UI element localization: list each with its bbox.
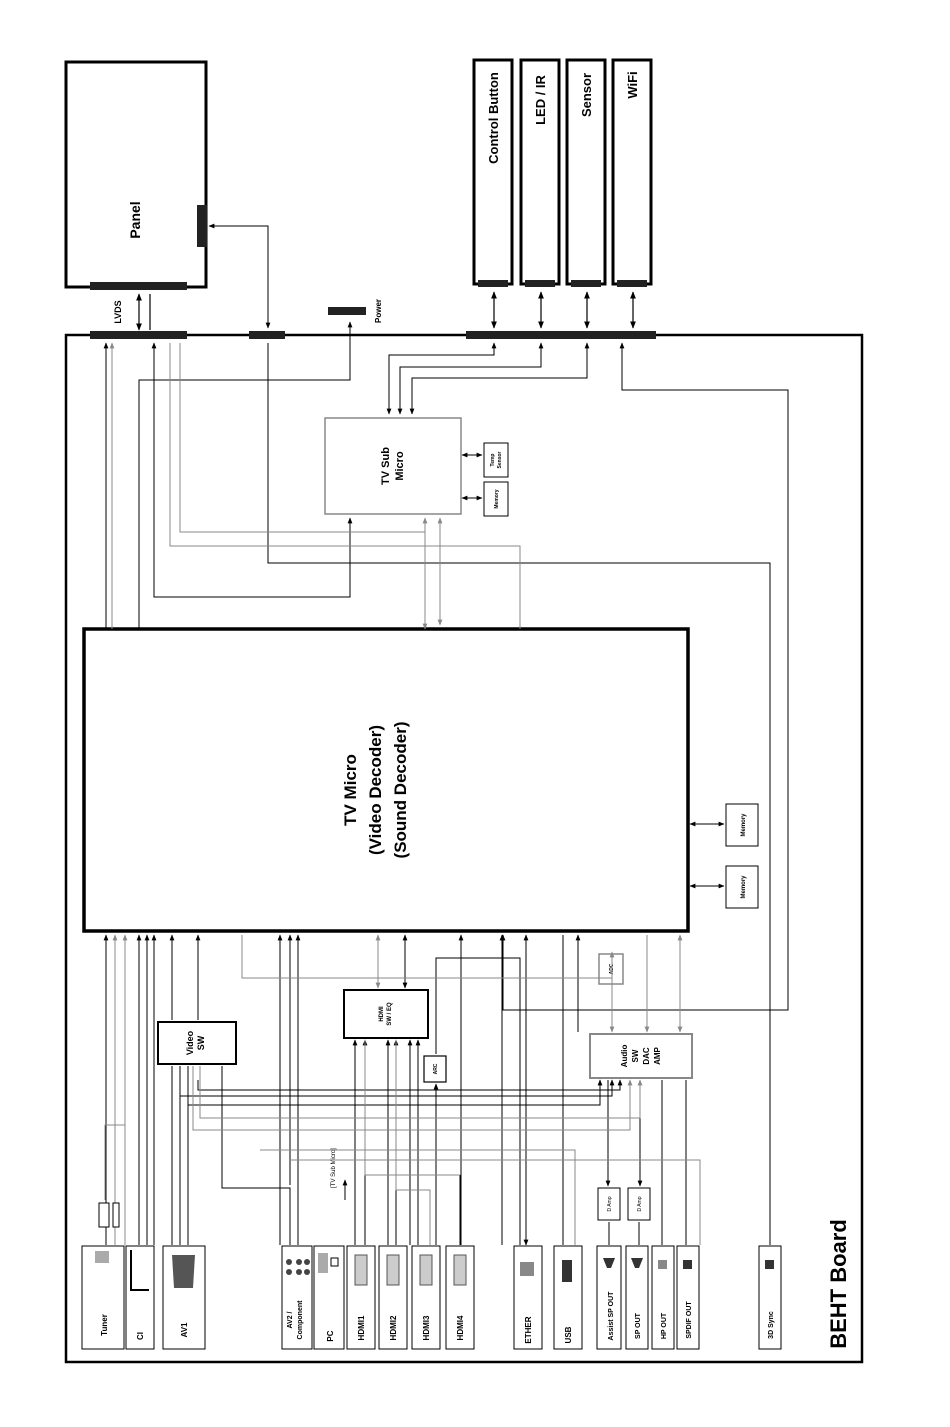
- connector-av2-component: AV2 / Component: [281, 1245, 313, 1350]
- connector-hdmi1: HDMI1: [346, 1245, 376, 1350]
- temp-sensor-block: Temp Sensor: [483, 442, 509, 478]
- panel-label: Panel: [127, 201, 143, 238]
- connector-hdmi3: HDMI3: [411, 1245, 441, 1350]
- wifi-label: WiFi: [625, 71, 640, 98]
- led-ir-label: LED / IR: [533, 74, 548, 124]
- hdmi-sw-line1: HDMI: [379, 1006, 385, 1022]
- beht-board-outline: [64, 333, 864, 1364]
- connector-av1-label: AV1: [180, 1322, 189, 1338]
- sub-memory-label: Memory: [494, 489, 500, 508]
- tv-sub-micro-note: [TV Sub Micro]: [331, 1148, 337, 1188]
- panel-lvds-connector: [90, 282, 187, 290]
- connector-hdmi4: HDMI4: [445, 1245, 475, 1350]
- wiring-black: [103, 223, 789, 1246]
- panel-block: Panel: [64, 60, 208, 290]
- temp-sensor-line2: Sensor: [497, 451, 503, 468]
- connector-hdmi1-label: HDMI1: [357, 1315, 366, 1340]
- connector-hdmi4-label: HDMI4: [456, 1315, 465, 1340]
- connector-3d-sync: 3D Sync: [758, 1245, 782, 1350]
- audio-block-line4: AMP: [653, 1046, 662, 1064]
- sub-memory-block: Memory: [483, 481, 509, 517]
- lvds-label: LVDS: [113, 300, 123, 323]
- connector-hdmi2-label: HDMI2: [389, 1315, 398, 1340]
- connector-assist-sp-out: Assist SP OUT: [596, 1245, 622, 1350]
- connector-pc: PC: [313, 1245, 345, 1350]
- connector-assist-sp-out-label: Assist SP OUT: [608, 1291, 615, 1341]
- top-board-control-button: Control Button: [472, 58, 514, 287]
- connector-hp-out: HP OUT: [651, 1245, 675, 1350]
- hdmi-sw-line2: SW / EQ: [387, 1002, 393, 1026]
- adc-block: ADC: [598, 953, 624, 985]
- connector-3d-sync-label: 3D Sync: [768, 1311, 775, 1339]
- top-board-wifi: WiFi: [611, 58, 653, 287]
- connector-av1: AV1: [162, 1245, 206, 1350]
- audio-sw-dac-amp-block: Audio SW DAC AMP: [589, 1033, 693, 1079]
- tv-sub-micro-line1: TV Sub: [380, 447, 392, 485]
- d-amp-2-label: D Amp: [637, 1196, 643, 1211]
- top-board-links: [491, 291, 636, 329]
- main-memory-2: Memory: [725, 865, 759, 909]
- tv-sub-micro-block: TV Sub Micro: [324, 417, 462, 515]
- connector-ci-label: CI: [136, 1332, 145, 1340]
- connector-hdmi2: HDMI2: [378, 1245, 408, 1350]
- board-panel-connector: [249, 331, 285, 339]
- tv-sub-micro-line2: Micro: [394, 451, 406, 481]
- board-top-boards-connector: [466, 331, 656, 339]
- video-sw-line1: Video: [185, 1030, 195, 1055]
- power-connector: Power: [328, 299, 383, 323]
- panel-side-connector: [197, 205, 207, 247]
- connector-ether: ETHER: [513, 1245, 543, 1350]
- wiring-gray: [98, 342, 701, 1245]
- connector-sp-out: SP OUT: [625, 1245, 649, 1350]
- main-memory-1: Memory: [725, 803, 759, 847]
- connector-ci: CI: [125, 1245, 155, 1350]
- connector-av2-label-2: Component: [297, 1300, 304, 1340]
- connector-usb: USB: [553, 1245, 583, 1350]
- main-memory-2-label: Memory: [741, 875, 747, 899]
- tv-micro-block: TV Micro (Video Decoder) (Sound Decoder): [82, 627, 690, 933]
- connector-sp-out-label: SP OUT: [635, 1312, 642, 1339]
- connector-ether-label: ETHER: [524, 1316, 533, 1343]
- sensor-label: Sensor: [579, 73, 594, 117]
- audio-block-line3: DAC: [642, 1047, 651, 1065]
- arc-label: ARC: [433, 1063, 439, 1074]
- connector-spdif-out: SPDIF OUT: [676, 1245, 700, 1350]
- connector-pc-label: PC: [326, 1330, 335, 1341]
- board-title: BEHT Board: [826, 1219, 851, 1349]
- arc-block: ARC: [423, 1055, 447, 1083]
- top-board-sensor: Sensor: [565, 58, 607, 287]
- main-memory-1-label: Memory: [741, 813, 747, 837]
- connector-hp-out-label: HP OUT: [661, 1312, 668, 1339]
- connector-av2-label-1: AV2 /: [287, 1311, 294, 1328]
- connector-spdif-out-label: SPDIF OUT: [686, 1301, 693, 1339]
- power-label: Power: [374, 299, 383, 323]
- control-button-label: Control Button: [486, 72, 501, 164]
- connector-tuner: Tuner: [81, 1245, 125, 1350]
- connector-usb-label: USB: [564, 1326, 573, 1343]
- hdmi-sw-eq-block: HDMI SW / EQ: [343, 989, 429, 1039]
- tv-micro-line1: TV Micro: [341, 754, 360, 826]
- video-sw-block: Video SW: [157, 1021, 237, 1065]
- d-amp-1: D Amp: [597, 1187, 621, 1221]
- d-amp-1-label: D Amp: [607, 1196, 613, 1211]
- tv-micro-line3: (Sound Decoder): [391, 722, 410, 859]
- temp-sensor-line1: Temp: [490, 454, 496, 467]
- top-board-led-ir: LED / IR: [519, 58, 561, 287]
- audio-block-line2: SW: [631, 1049, 640, 1062]
- video-sw-line2: SW: [196, 1035, 206, 1050]
- connector-tuner-label: Tuner: [100, 1314, 109, 1336]
- board-lvds-connector: [90, 331, 187, 339]
- tv-micro-line2: (Video Decoder): [366, 725, 385, 855]
- audio-block-line1: Audio: [620, 1045, 629, 1068]
- d-amp-2: D Amp: [627, 1187, 651, 1221]
- lvds-link: LVDS: [113, 293, 151, 331]
- connector-hdmi3-label: HDMI3: [422, 1315, 431, 1340]
